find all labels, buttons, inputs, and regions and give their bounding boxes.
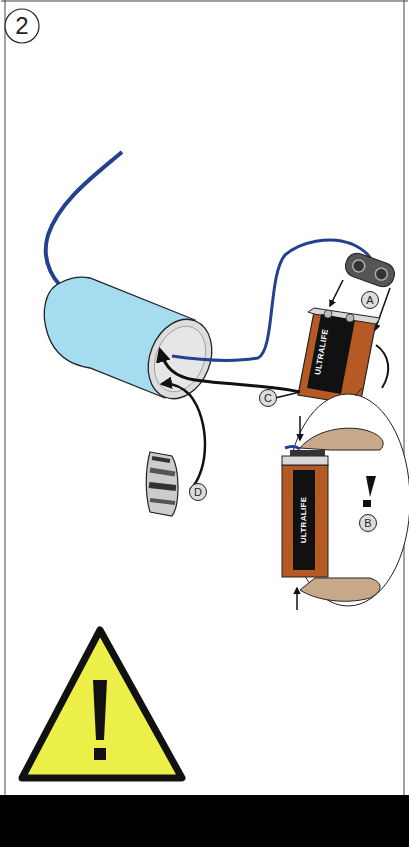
warning-sign	[22, 630, 182, 778]
battery	[298, 308, 388, 405]
bottom-band	[0, 795, 409, 847]
battery-snap	[342, 250, 397, 290]
callout-letter: D	[194, 487, 202, 498]
callout-letter: C	[264, 393, 272, 404]
detail-inset	[282, 388, 409, 610]
callout-letter: B	[364, 518, 371, 529]
end-cap	[146, 452, 178, 516]
cylinder	[44, 277, 223, 408]
battery-brand: ULTRALIFE	[300, 497, 308, 544]
step-number: 2	[15, 14, 28, 38]
step-circle	[5, 9, 39, 43]
cable	[46, 152, 122, 292]
callout-letter: A	[366, 295, 373, 306]
